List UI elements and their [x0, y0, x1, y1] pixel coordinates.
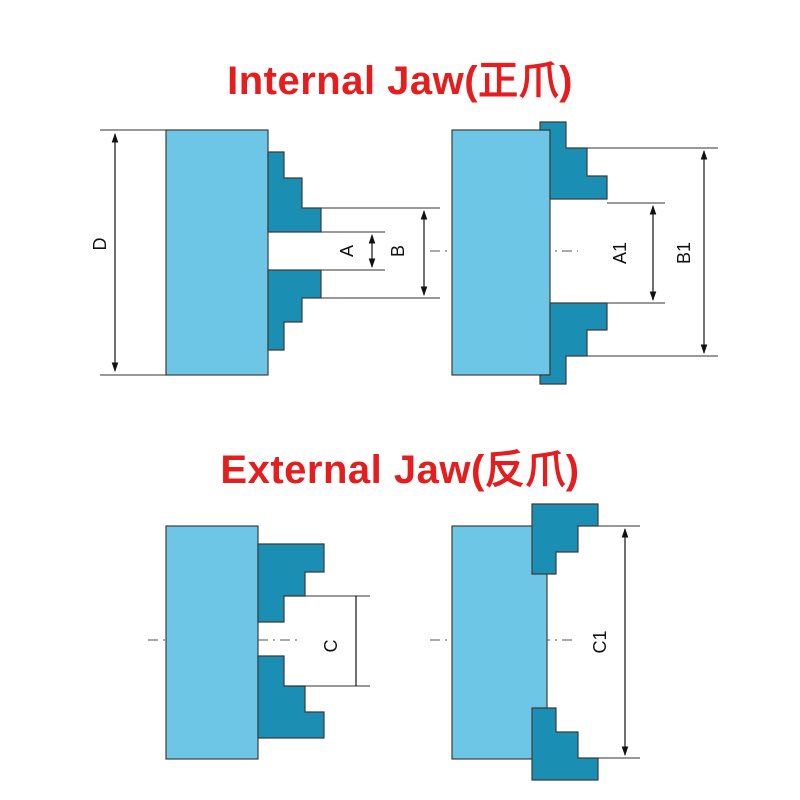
- label-A: A: [337, 245, 357, 257]
- chuck-body-internal-right: [451, 129, 551, 376]
- jaw-upper-internal-left: [267, 151, 322, 233]
- internal-jaw-left-assembly: D A B: [90, 129, 440, 376]
- jaw-lower-external-left: [257, 655, 325, 739]
- chuck-body-external-right: [451, 525, 548, 760]
- internal-jaw-right-assembly: A1 B1: [430, 121, 718, 385]
- jaw-upper-internal-right: [539, 121, 608, 200]
- external-jaw-right-assembly: C1: [430, 503, 640, 781]
- chuck-body-external-left: [165, 525, 259, 760]
- jaw-lower-internal-right: [539, 302, 608, 385]
- internal-jaw-title: Internal Jaw(正爪): [227, 59, 573, 103]
- external-jaw-title: External Jaw(反爪): [220, 448, 580, 492]
- label-B: B: [388, 245, 408, 257]
- label-C: C: [321, 640, 341, 653]
- chuck-body-internal-left: [165, 129, 269, 376]
- label-B1: B1: [674, 242, 694, 264]
- label-D: D: [90, 238, 110, 251]
- external-jaw-left-assembly: C: [148, 525, 370, 760]
- jaw-upper-external-right: [531, 503, 599, 575]
- label-C1: C1: [590, 630, 610, 653]
- jaw-upper-external-left: [257, 543, 325, 623]
- jaw-lower-internal-left: [267, 269, 322, 351]
- jaw-lower-external-right: [531, 707, 599, 781]
- label-A1: A1: [610, 242, 630, 264]
